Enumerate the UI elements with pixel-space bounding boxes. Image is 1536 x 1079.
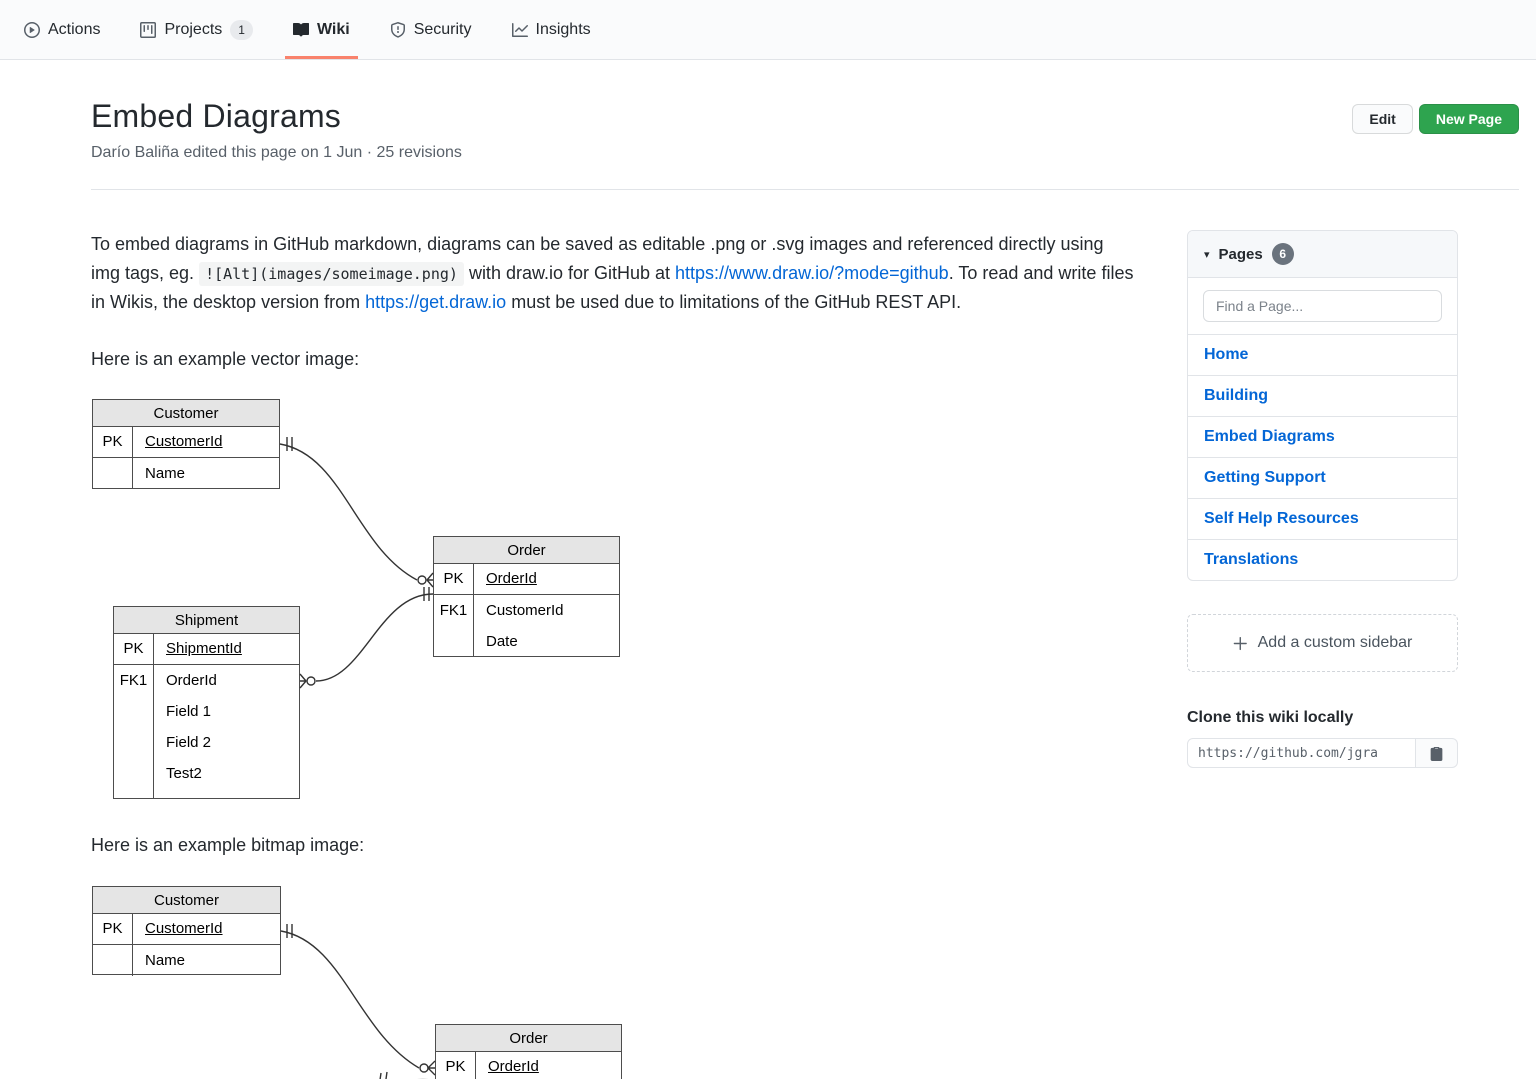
new-page-button[interactable]: New Page	[1418, 104, 1519, 134]
inline-code-snippet: ![Alt](images/someimage.png)	[199, 262, 464, 287]
bitmap-image-caption: Here is an example bitmap image:	[91, 834, 365, 855]
shield-icon	[390, 21, 405, 38]
tab-label: Security	[413, 20, 472, 38]
chevron-down-icon: ▾	[1204, 248, 1210, 261]
intro-text: To embed diagrams in GitHub markdown, di…	[91, 234, 1104, 284]
project-board-icon	[140, 21, 157, 38]
er-table-shipment: Shipment PK ShipmentId FK1 OrderId Field…	[113, 605, 300, 799]
er-field: Field 2	[166, 733, 212, 751]
er-field: Name	[145, 464, 186, 482]
pages-panel-toggle[interactable]: ▾ Pages 6	[1188, 231, 1457, 278]
tab-label: Insights	[535, 20, 591, 38]
er-field: Test2	[166, 764, 202, 782]
wiki-article: To embed diagrams in GitHub markdown, di…	[91, 230, 1136, 1079]
intro-text: . To read and write files in Wikis, the …	[91, 263, 1134, 313]
pages-list: Home Building Embed Diagrams Getting Sup…	[1188, 335, 1457, 580]
graph-icon	[511, 22, 528, 37]
book-icon	[292, 22, 309, 36]
er-field: ShipmentId	[166, 640, 242, 658]
er-title-shipment: Shipment	[114, 606, 299, 634]
er-field: OrderId	[488, 1058, 539, 1076]
er-key: PK	[93, 426, 133, 457]
repo-nav: Actions Projects 1 Wiki Security Insight…	[0, 0, 1536, 60]
intro-text: must be used due to limitations of the G…	[506, 292, 962, 313]
pages-panel: ▾ Pages 6 Home Building Embed Diagrams G…	[1187, 230, 1458, 581]
clone-url-input[interactable]	[1187, 738, 1416, 768]
er-key: PK	[434, 563, 474, 594]
get-drawio-link[interactable]: https://get.draw.io	[365, 292, 507, 313]
sidebar-page-building[interactable]: Building	[1188, 376, 1457, 417]
er-key	[93, 457, 133, 489]
sidebar-page-embed-diagrams[interactable]: Embed Diagrams	[1188, 417, 1457, 458]
er-table-customer: Customer PK CustomerId Name	[92, 398, 280, 489]
projects-count-badge: 1	[230, 19, 253, 40]
header-divider	[91, 189, 1519, 190]
er-key: FK1	[434, 594, 474, 657]
clone-wiki-heading: Clone this wiki locally	[1187, 709, 1354, 726]
wiki-sidebar: ▾ Pages 6 Home Building Embed Diagrams G…	[1187, 230, 1458, 768]
vector-image-caption: Here is an example vector image:	[91, 349, 360, 370]
intro-paragraph: To embed diagrams in GitHub markdown, di…	[91, 230, 1136, 317]
er-key: PK	[436, 1051, 476, 1079]
drawio-mode-github-link[interactable]: https://www.draw.io/?mode=github	[675, 263, 949, 284]
tab-label: Projects	[164, 20, 223, 38]
page-title: Embed Diagrams	[91, 98, 342, 134]
er-key	[93, 944, 133, 976]
intro-text: with draw.io for GitHub at	[463, 263, 676, 284]
sidebar-page-home[interactable]: Home	[1188, 335, 1457, 376]
er-key: PK	[93, 913, 133, 944]
er-table-customer: Customer PK CustomerId Name	[92, 885, 281, 976]
add-custom-sidebar-label: Add a custom sidebar	[1257, 634, 1413, 651]
sidebar-page-getting-support[interactable]: Getting Support	[1188, 458, 1457, 499]
er-field: Name	[145, 951, 186, 969]
tab-label: Wiki	[316, 20, 350, 38]
sidebar-page-self-help-resources[interactable]: Self Help Resources	[1188, 499, 1457, 540]
er-key: PK	[114, 633, 154, 664]
page-edit-meta: Darío Baliña edited this page on 1 Jun ·…	[91, 144, 462, 161]
edit-button[interactable]: Edit	[1352, 104, 1413, 134]
clone-url-group	[1187, 738, 1458, 768]
er-field: Date	[486, 632, 518, 650]
er-title-customer: Customer	[93, 399, 279, 427]
er-title-order: Order	[436, 1024, 621, 1052]
wiki-page-header: Embed Diagrams Darío Baliña edited this …	[91, 98, 1519, 162]
tab-actions[interactable]: Actions	[16, 0, 108, 59]
play-icon	[24, 21, 40, 38]
er-table-order: Order PK OrderId FK1 CustomerId Date	[433, 535, 620, 657]
tab-label: Actions	[48, 20, 101, 38]
vector-diagram-image[interactable]: Customer PK CustomerId Name Order PK Ord…	[91, 397, 691, 803]
er-field: CustomerId	[145, 920, 223, 938]
add-custom-sidebar-button[interactable]: Add a custom sidebar	[1187, 614, 1458, 672]
tab-security[interactable]: Security	[382, 0, 480, 59]
tab-insights[interactable]: Insights	[504, 0, 599, 59]
copy-clone-url-button[interactable]	[1416, 738, 1458, 768]
er-field: OrderId	[486, 570, 537, 588]
er-field: CustomerId	[486, 601, 564, 619]
er-title-order: Order	[434, 536, 619, 564]
plus-icon	[1233, 636, 1247, 650]
tab-projects[interactable]: Projects 1	[132, 0, 260, 59]
find-page-input[interactable]	[1203, 290, 1442, 322]
bitmap-diagram-image[interactable]: Customer PK CustomerId Name Order PK Ord…	[91, 882, 691, 1079]
sidebar-page-translations[interactable]: Translations	[1204, 551, 1299, 568]
er-title-customer: Customer	[93, 886, 280, 914]
pages-count-badge: 6	[1271, 243, 1294, 265]
er-field: Field 1	[166, 702, 212, 720]
pages-panel-title: Pages	[1218, 245, 1263, 263]
er-field: OrderId	[166, 671, 217, 689]
clipboard-icon	[1430, 746, 1443, 761]
er-key: FK1	[114, 664, 154, 798]
er-field: CustomerId	[145, 433, 223, 451]
tab-wiki[interactable]: Wiki	[284, 0, 358, 59]
er-table-order: Order PK OrderId	[435, 1023, 622, 1079]
